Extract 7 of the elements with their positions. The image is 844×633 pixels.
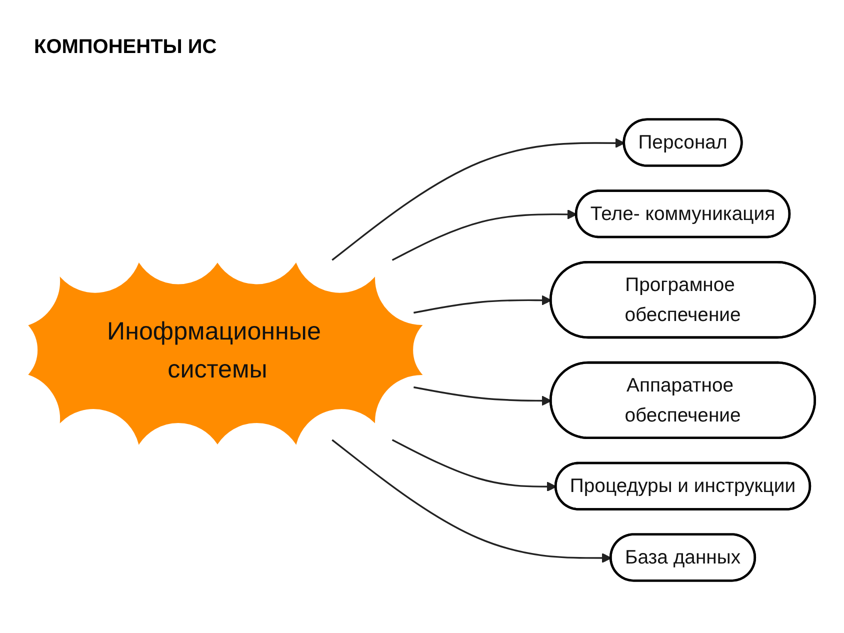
- arrow: [332, 439, 612, 564]
- arrow: [392, 439, 557, 492]
- arrow: [392, 209, 578, 261]
- arrow: [414, 386, 552, 406]
- arrow: [332, 138, 625, 261]
- diagram-title: КОМПОНЕНТЫ ИС: [34, 36, 217, 59]
- arrow: [414, 295, 552, 314]
